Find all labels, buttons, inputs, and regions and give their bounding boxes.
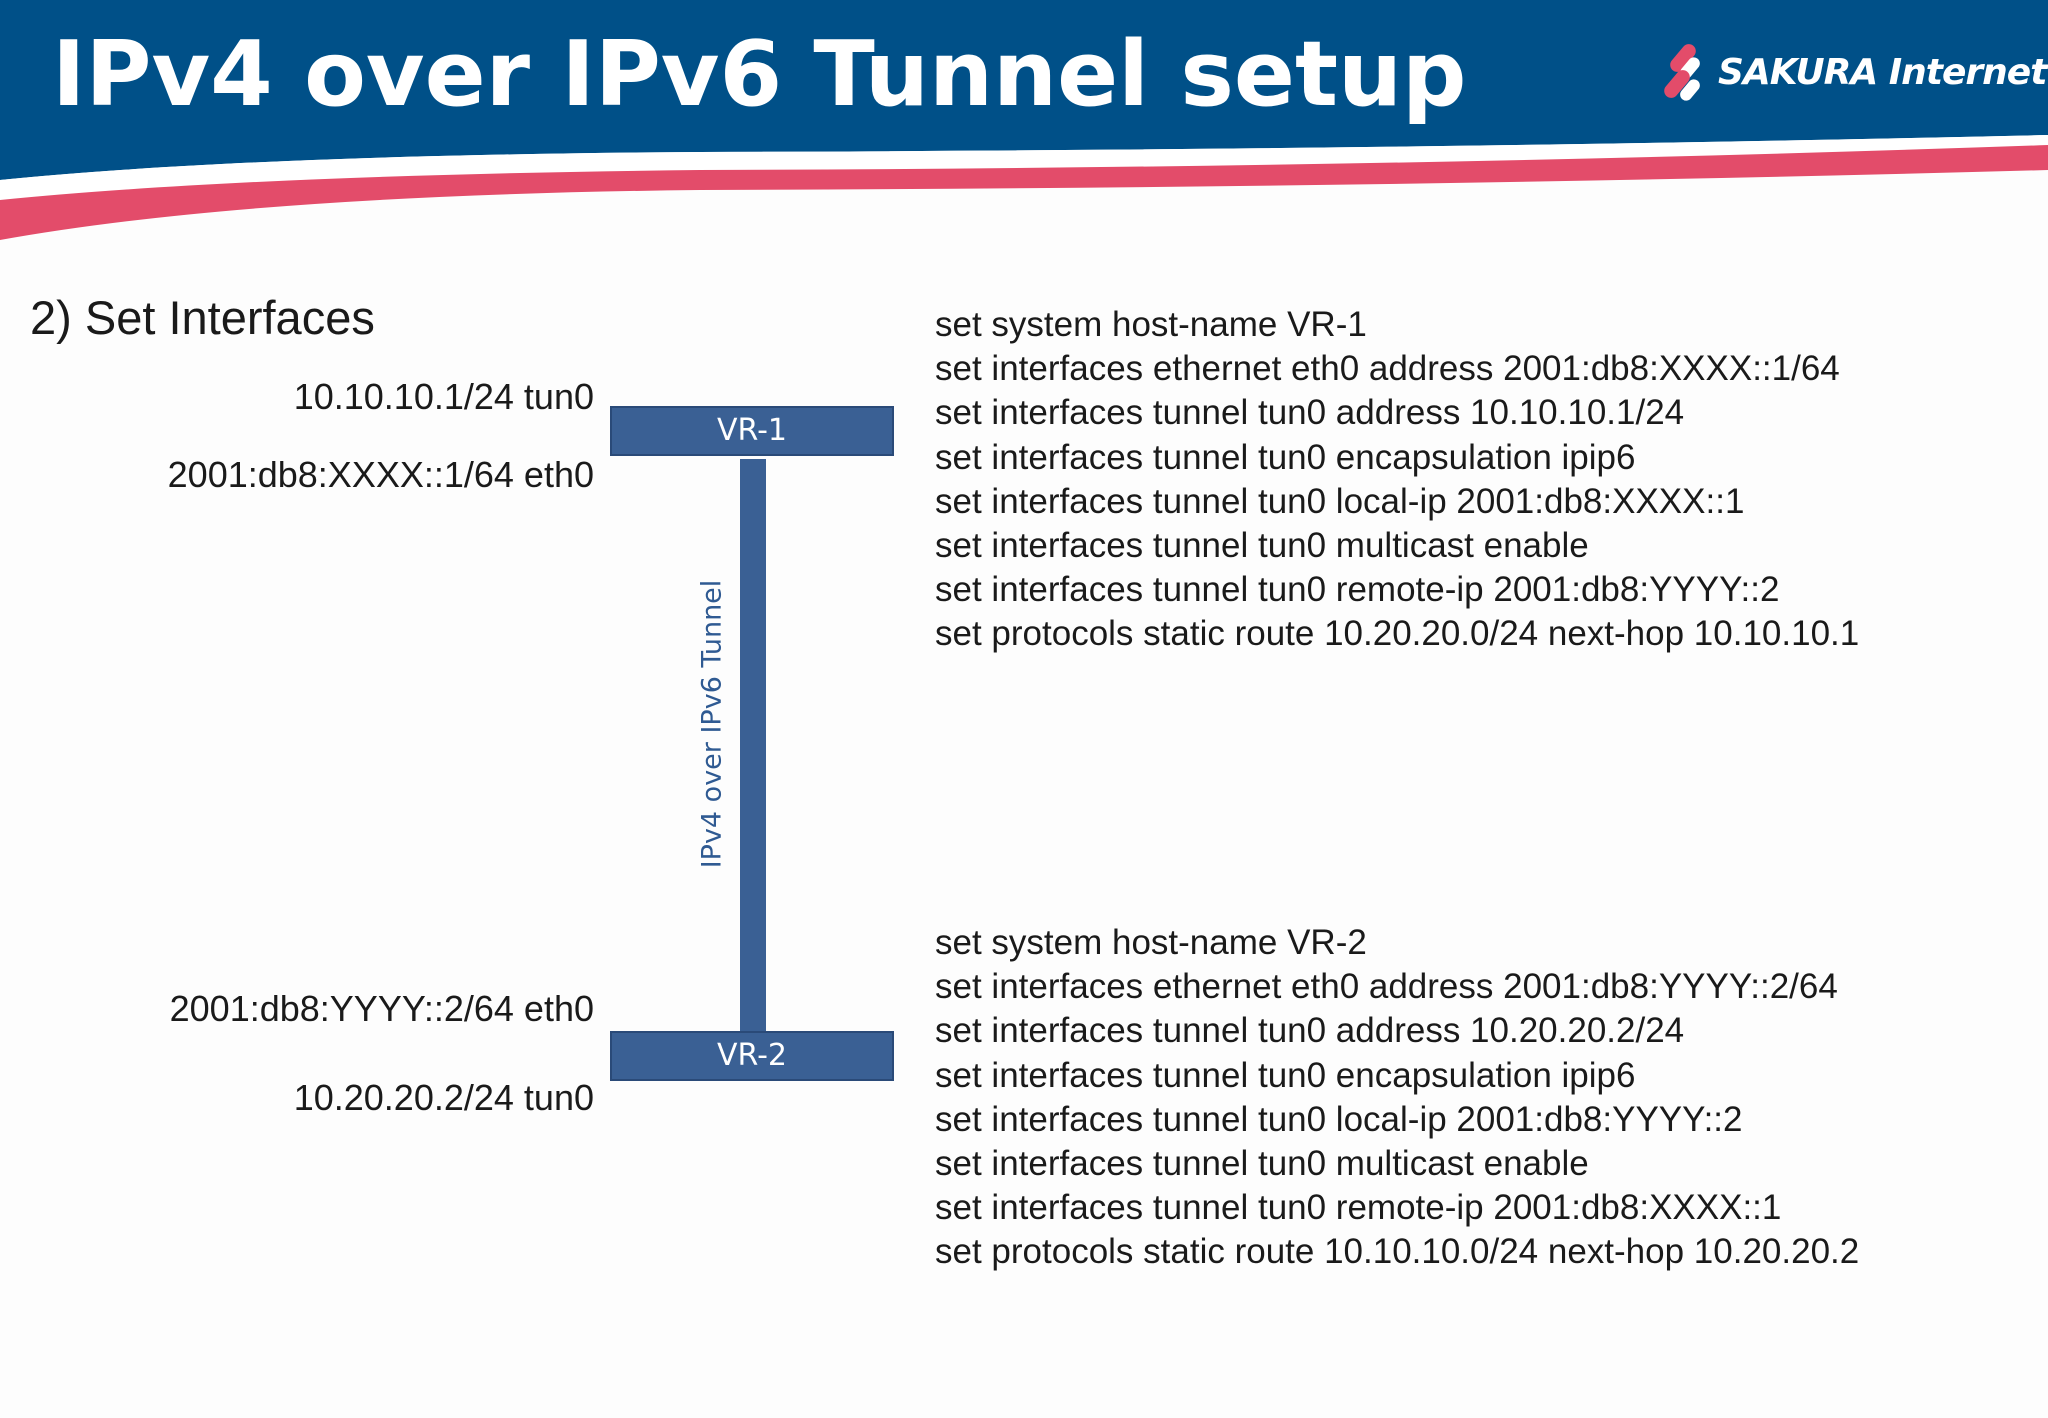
vr2-tun0-label: 10.20.20.2/24 tun0 bbox=[293, 1077, 594, 1118]
command-line: set interfaces tunnel tun0 encapsulation… bbox=[935, 1055, 1636, 1095]
vr1-command-list: set system host-name VR-1 set interfaces… bbox=[935, 303, 1859, 657]
command-line: set interfaces tunnel tun0 multicast ena… bbox=[935, 525, 1589, 565]
command-line: set interfaces tunnel tun0 remote-ip 200… bbox=[935, 570, 1780, 610]
command-line: set interfaces tunnel tun0 multicast ena… bbox=[935, 1143, 1589, 1183]
command-line: set interfaces tunnel tun0 address 10.20… bbox=[935, 1011, 1685, 1051]
router-vr2: VR-2 bbox=[610, 1031, 894, 1081]
vr2-command-list: set system host-name VR-2 set interfaces… bbox=[935, 921, 1859, 1275]
router-vr1: VR-1 bbox=[610, 406, 894, 456]
command-line: set interfaces tunnel tun0 local-ip 2001… bbox=[935, 481, 1745, 521]
slide-title: IPv4 over IPv6 Tunnel setup bbox=[52, 22, 1467, 127]
tunnel-link bbox=[740, 459, 766, 1033]
vr1-eth0-label: 2001:db8:XXXX::1/64 eth0 bbox=[167, 454, 594, 495]
logo-text: SAKURA Internet bbox=[1718, 51, 2047, 93]
command-line: set interfaces ethernet eth0 address 200… bbox=[935, 349, 1840, 389]
vr2-eth0-label: 2001:db8:YYYY::2/64 eth0 bbox=[169, 988, 594, 1029]
command-line: set protocols static route 10.20.20.0/24… bbox=[935, 614, 1860, 654]
command-line: set interfaces tunnel tun0 encapsulation… bbox=[935, 437, 1636, 477]
command-line: set interfaces tunnel tun0 local-ip 2001… bbox=[935, 1099, 1743, 1139]
sakura-logo-icon bbox=[1664, 44, 1700, 101]
command-line: set system host-name VR-1 bbox=[935, 305, 1367, 344]
vr1-tun0-label: 10.10.10.1/24 tun0 bbox=[293, 376, 594, 417]
command-line: set interfaces ethernet eth0 address 200… bbox=[935, 967, 1838, 1007]
command-line: set protocols static route 10.10.10.0/24… bbox=[935, 1232, 1860, 1272]
sakura-internet-logo: SAKURA Internet bbox=[1662, 40, 2047, 104]
command-line: set system host-name VR-2 bbox=[935, 923, 1367, 962]
section-title: 2) Set Interfaces bbox=[30, 291, 375, 344]
header-banner bbox=[0, 0, 2048, 240]
tunnel-label: IPv4 over IPv6 Tunnel bbox=[696, 579, 728, 869]
command-line: set interfaces tunnel tun0 remote-ip 200… bbox=[935, 1188, 1782, 1228]
command-line: set interfaces tunnel tun0 address 10.10… bbox=[935, 393, 1685, 433]
